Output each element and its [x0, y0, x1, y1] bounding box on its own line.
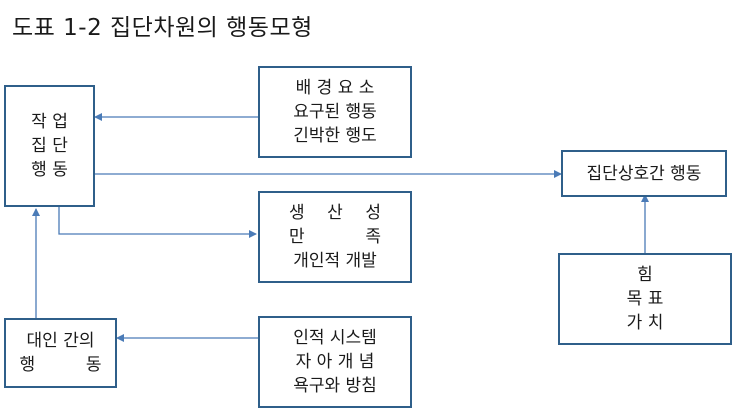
- box-line: 집 단: [31, 136, 68, 156]
- box-line: 욕구와 방침: [293, 376, 377, 396]
- box-word: 동: [85, 355, 102, 375]
- box-word: 만: [289, 227, 305, 247]
- box-word: 족: [365, 227, 381, 247]
- interpersonal-behavior-box: 대인 간의 행 동: [4, 318, 117, 388]
- work-group-behavior-box: 작 업 집 단 행 동: [4, 85, 95, 207]
- box-word: 산: [327, 203, 343, 223]
- box-line: 행 동: [31, 160, 68, 180]
- box-line: 배 경 요 소: [295, 78, 375, 98]
- box-line: 목 표: [626, 289, 664, 309]
- arrow-work-group-to-outcomes: [58, 207, 257, 238]
- box-line-spread: 행 동: [20, 353, 102, 377]
- box-word: 생: [289, 203, 305, 223]
- box-line: 가 치: [626, 313, 664, 333]
- box-line-spread: 생 산 성: [289, 201, 381, 225]
- box-line: 요구된 행동: [293, 102, 377, 122]
- box-word: 행: [19, 355, 36, 375]
- box-line: 자 아 개 념: [295, 352, 375, 372]
- box-line: 집단상호간 행동: [586, 163, 702, 184]
- box-line: 인적 시스템: [293, 328, 377, 348]
- personal-system-box: 인적 시스템 자 아 개 념 욕구와 방침: [258, 316, 412, 408]
- outcomes-box: 생 산 성 만 족 개인적 개발: [258, 191, 412, 283]
- box-line: 작 업: [31, 112, 68, 132]
- background-factors-box: 배 경 요 소 요구된 행동 긴박한 행도: [258, 66, 412, 158]
- page-title: 도표 1-2 집단차원의 행동모형: [12, 15, 313, 41]
- box-line: 긴박한 행도: [293, 126, 377, 146]
- box-line: 대인 간의: [26, 331, 95, 351]
- box-line: 개인적 개발: [293, 251, 377, 271]
- intergroup-behavior-box: 집단상호간 행동: [561, 150, 727, 197]
- box-line: 힘: [637, 265, 653, 285]
- power-goals-values-box: 힘 목 표 가 치: [558, 253, 732, 345]
- box-line-spread: 만 족: [289, 225, 381, 249]
- box-word: 성: [365, 203, 381, 223]
